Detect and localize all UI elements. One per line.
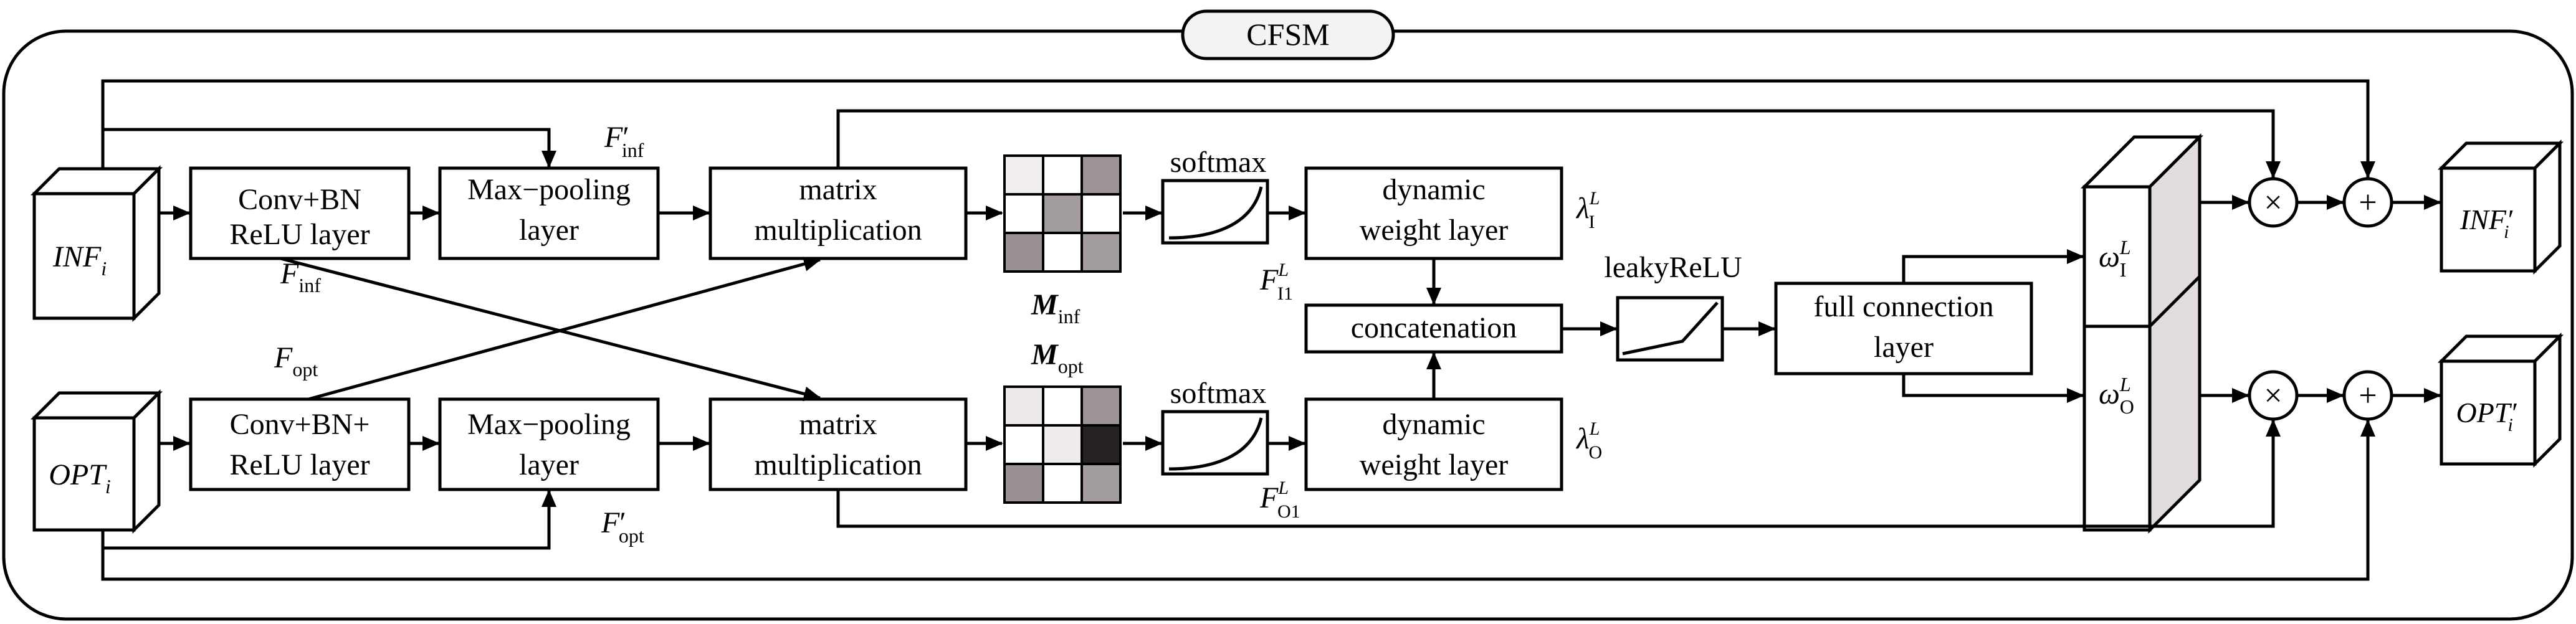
svg-text:×: × <box>2264 185 2282 220</box>
softmax-bottom-curve <box>1161 410 1269 476</box>
svg-text:Max−pooling: Max−pooling <box>467 173 631 206</box>
connectors <box>101 79 2441 581</box>
m-opt-cell-0-2 <box>1080 385 1122 427</box>
conv-top-block: Conv+BN ReLU layer <box>189 166 411 260</box>
m-inf-cell-2-2 <box>1080 232 1122 273</box>
svg-text:+: + <box>2359 378 2377 414</box>
m-inf-cell-2-0 <box>1003 232 1044 273</box>
m-opt-cell-1-0 <box>1003 424 1044 465</box>
fc-block: full connection layer <box>1774 281 2033 376</box>
label-f-inf-prime: F′inf <box>604 121 644 161</box>
softmax-top-curve <box>1161 179 1269 245</box>
matmul-bottom-block: matrix multiplication <box>708 397 968 491</box>
module-title: CFSM <box>1246 17 1329 52</box>
concat-block: concatenation <box>1304 303 1563 354</box>
label-softmax-top: softmax <box>1170 146 1267 179</box>
pool-bottom-block: Max−pooling layer <box>438 397 660 491</box>
svg-text:weight layer: weight layer <box>1360 214 1509 247</box>
m-opt-cell-2-2 <box>1080 463 1122 504</box>
svg-text:dynamic: dynamic <box>1382 173 1485 206</box>
label-f-inf: Finf <box>280 257 321 296</box>
module-title-box <box>1181 9 1395 60</box>
svg-text:layer: layer <box>1874 331 1934 364</box>
m-opt-cell-0-0 <box>1003 385 1044 427</box>
svg-text:Max−pooling: Max−pooling <box>467 408 631 441</box>
matmul-top-block: matrix multiplication <box>708 166 968 260</box>
output-inf-cube: INF′i <box>2437 139 2564 275</box>
omega-cube <box>2080 133 2204 534</box>
svg-text:multiplication: multiplication <box>754 448 922 481</box>
svg-text:layer: layer <box>519 448 579 481</box>
svg-text:ReLU layer: ReLU layer <box>229 218 370 251</box>
dyn-top-block: dynamic weight layer <box>1304 166 1563 260</box>
svg-text:ReLU layer: ReLU layer <box>229 448 370 481</box>
dyn-bottom-block: dynamic weight layer <box>1304 397 1563 491</box>
svg-text:full connection: full connection <box>1813 290 1993 323</box>
output-opt-cube: OPT′i <box>2437 332 2564 468</box>
output-inf-label: INF′i <box>2459 204 2513 242</box>
svg-text:Conv+BN: Conv+BN <box>238 183 361 216</box>
m-inf-cell-2-1 <box>1042 232 1083 273</box>
input-opt-label: OPTi <box>49 458 111 498</box>
label-f-opt: Fopt <box>274 341 318 381</box>
svg-text:concatenation: concatenation <box>1351 311 1517 344</box>
label-m-opt: Mopt <box>1031 338 1084 377</box>
add-bottom-op: + <box>2342 370 2393 421</box>
m-opt-cell-2-0 <box>1003 463 1044 504</box>
m-inf-cell-1-0 <box>1003 193 1044 234</box>
label-f-opt-prime: F′opt <box>601 506 644 547</box>
m-opt-cell-1-1 <box>1042 424 1083 465</box>
multiply-bottom-op: × <box>2248 370 2299 421</box>
svg-text:layer: layer <box>519 214 579 247</box>
m-opt-cell-0-1 <box>1042 385 1083 427</box>
svg-text:dynamic: dynamic <box>1382 408 1485 441</box>
label-m-inf: Minf <box>1031 288 1080 328</box>
pool-top-block: Max−pooling layer <box>438 166 660 260</box>
input-inf-label: INFi <box>52 240 107 280</box>
svg-text:multiplication: multiplication <box>754 214 922 247</box>
label-softmax-bottom: softmax <box>1170 377 1267 410</box>
m-inf-cell-0-2 <box>1080 154 1122 196</box>
svg-text:×: × <box>2264 378 2282 414</box>
m-opt-cell-1-2 <box>1080 424 1122 465</box>
svg-text:Conv+BN+: Conv+BN+ <box>230 408 370 441</box>
svg-text:matrix: matrix <box>799 408 877 441</box>
add-top-op: + <box>2342 177 2393 228</box>
m-inf-cell-1-2 <box>1080 193 1122 234</box>
conv-bottom-block: Conv+BN+ ReLU layer <box>189 397 411 491</box>
svg-text:weight layer: weight layer <box>1360 448 1509 481</box>
m-inf-cell-0-0 <box>1003 154 1044 196</box>
matrix-m-inf <box>1003 154 1122 273</box>
input-opt-cube: OPTi <box>30 389 163 534</box>
leakyrelu-curve <box>1616 296 1724 362</box>
label-leakyrelu: leakyReLU <box>1604 251 1742 284</box>
input-inf-cube: INFi <box>30 164 163 323</box>
svg-text:+: + <box>2359 185 2377 220</box>
svg-text:matrix: matrix <box>799 173 877 206</box>
m-inf-cell-1-1 <box>1042 193 1083 234</box>
multiply-top-op: × <box>2248 177 2299 228</box>
output-opt-label: OPT′i <box>2456 397 2517 435</box>
m-opt-cell-2-1 <box>1042 463 1083 504</box>
m-inf-cell-0-1 <box>1042 154 1083 196</box>
matrix-m-opt <box>1003 385 1122 504</box>
